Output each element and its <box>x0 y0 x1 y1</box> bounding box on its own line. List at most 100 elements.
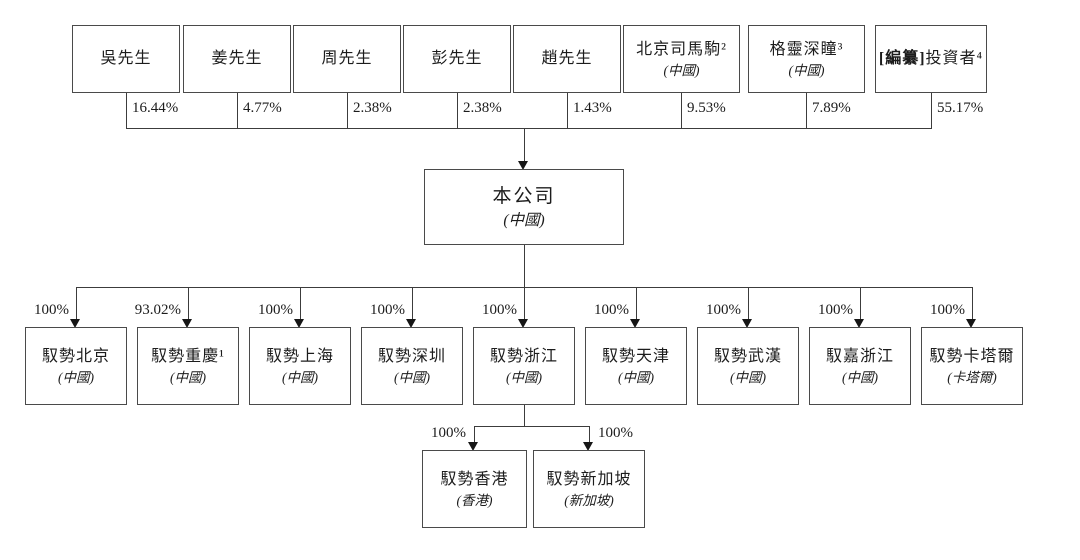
ownership-percentage: 100% <box>370 302 405 318</box>
shareholder-region: (中國) <box>663 62 700 78</box>
connector-line <box>524 245 526 287</box>
ownership-percentage: 100% <box>706 302 741 318</box>
shareholder-box: 格靈深瞳³ (中國) <box>748 25 865 93</box>
connector-line <box>524 128 526 162</box>
subsidiary-region: (中國) <box>730 369 766 385</box>
subsidiary-region: (中國) <box>58 369 94 385</box>
shareholder-box: 趙先生 <box>513 25 621 93</box>
subsidiary-region: (卡塔爾) <box>947 369 997 385</box>
connector-line <box>806 93 808 128</box>
subsidiary-name: 馭勢重慶¹ <box>151 348 225 366</box>
shareholder-box: 北京司馬駒² (中國) <box>623 25 740 93</box>
shareholder-name: 北京司馬駒² <box>636 41 727 59</box>
shareholder-box: 周先生 <box>293 25 401 93</box>
ownership-percentage: 100% <box>930 302 965 318</box>
ownership-percentage: 93.02% <box>134 302 181 318</box>
shareholder-box: 彭先生 <box>403 25 511 93</box>
subsidiary-name: 馭勢浙江 <box>489 348 558 366</box>
subsubsidiary-region: (香港) <box>456 492 493 508</box>
arrowhead-icon <box>966 319 976 328</box>
arrowhead-icon <box>630 319 640 328</box>
subsidiary-box: 馭勢天津 (中國) <box>585 327 687 405</box>
subsubsidiary-name: 馭勢新加坡 <box>546 471 632 489</box>
subsubsidiary-box: 馭勢新加坡 (新加坡) <box>533 450 645 528</box>
arrowhead-icon <box>518 319 528 328</box>
shareholder-name: 周先生 <box>321 50 373 68</box>
connector-line <box>567 93 569 128</box>
subsubsidiary-region: (新加坡) <box>564 492 614 508</box>
subsidiary-box: 馭勢浙江 (中國) <box>473 327 575 405</box>
subsidiary-region: (中國) <box>618 369 654 385</box>
connector-line <box>126 93 128 128</box>
subsubsidiary-name: 馭勢香港 <box>440 471 509 489</box>
connector-line <box>589 426 591 442</box>
shareholder-name: 格靈深瞳³ <box>769 41 844 59</box>
arrowhead-icon <box>294 319 304 328</box>
connector-line <box>636 287 638 319</box>
connector-line <box>524 287 526 319</box>
subsidiary-box: 馭勢重慶¹ (中國) <box>137 327 239 405</box>
shareholder-name: 姜先生 <box>211 50 263 68</box>
ownership-percentage: 100% <box>598 425 633 441</box>
subsidiary-box: 馭勢深圳 (中國) <box>361 327 463 405</box>
connector-line <box>681 93 683 128</box>
subsidiary-name: 馭勢武漢 <box>713 348 782 366</box>
connector-line <box>412 287 414 319</box>
subsidiary-name: 馭勢天津 <box>601 348 670 366</box>
ownership-percentage: 16.44% <box>132 100 179 116</box>
connector-bus <box>474 426 589 428</box>
subsidiary-region: (中國) <box>842 369 878 385</box>
ownership-percentage: 7.89% <box>812 100 851 116</box>
arrowhead-icon <box>468 442 478 451</box>
shareholder-region: (中國) <box>788 62 825 78</box>
shareholder-name: 趙先生 <box>541 50 593 68</box>
ownership-percentage: 100% <box>594 302 629 318</box>
connector-line <box>474 426 476 442</box>
shareholder-box: [編纂]投資者⁴ <box>875 25 987 93</box>
subsidiary-name: 馭勢北京 <box>41 348 110 366</box>
ownership-percentage: 4.77% <box>243 100 282 116</box>
shareholder-name: 吳先生 <box>100 50 152 68</box>
connector-line <box>524 405 526 426</box>
connector-line <box>237 93 239 128</box>
subsidiary-name: 馭勢上海 <box>265 348 334 366</box>
subsidiary-box: 馭勢北京 (中國) <box>25 327 127 405</box>
redacted-label: [編纂] <box>878 50 926 68</box>
subsidiary-name: 馭勢卡塔爾 <box>929 348 1015 366</box>
ownership-percentage: 100% <box>34 302 69 318</box>
subsidiary-name: 馭嘉浙江 <box>825 348 894 366</box>
subsidiary-region: (中國) <box>170 369 206 385</box>
subsidiary-region: (中國) <box>506 369 542 385</box>
subsidiary-region: (中國) <box>394 369 430 385</box>
arrowhead-icon <box>518 161 528 170</box>
ownership-percentage: 9.53% <box>687 100 726 116</box>
shareholder-box: 吳先生 <box>72 25 180 93</box>
connector-line <box>931 93 933 128</box>
subsidiary-box: 馭勢武漢 (中國) <box>697 327 799 405</box>
ownership-percentage: 55.17% <box>937 100 984 116</box>
arrowhead-icon <box>583 442 593 451</box>
ownership-percentage: 2.38% <box>463 100 502 116</box>
ownership-percentage: 100% <box>818 302 853 318</box>
connector-line <box>347 93 349 128</box>
arrowhead-icon <box>182 319 192 328</box>
ownership-percentage: 100% <box>258 302 293 318</box>
company-box: 本公司 (中國) <box>424 169 624 245</box>
shareholder-box: 姜先生 <box>183 25 291 93</box>
shareholder-name: [編纂]投資者⁴ <box>878 50 984 68</box>
company-region: (中國) <box>503 211 545 229</box>
subsidiary-name: 馭勢深圳 <box>377 348 446 366</box>
ownership-percentage: 100% <box>431 425 466 441</box>
arrowhead-icon <box>70 319 80 328</box>
connector-line <box>300 287 302 319</box>
ownership-percentage: 2.38% <box>353 100 392 116</box>
subsubsidiary-box: 馭勢香港 (香港) <box>422 450 527 528</box>
subsidiary-box: 馭勢卡塔爾 (卡塔爾) <box>921 327 1023 405</box>
connector-bus <box>126 128 932 130</box>
subsidiary-box: 馭勢上海 (中國) <box>249 327 351 405</box>
subsidiary-region: (中國) <box>282 369 318 385</box>
shareholder-name: 彭先生 <box>431 50 483 68</box>
connector-line <box>748 287 750 319</box>
company-name: 本公司 <box>492 185 556 207</box>
